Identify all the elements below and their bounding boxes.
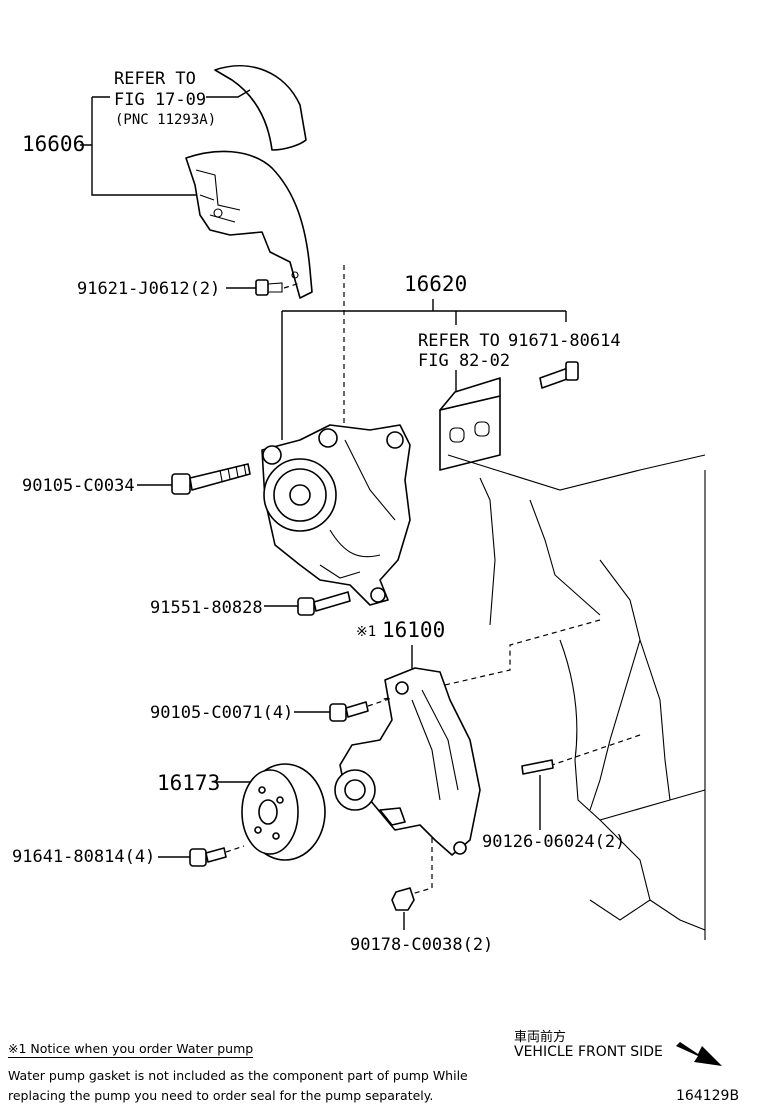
tensioner-16620 xyxy=(261,424,411,606)
bolt-91641 xyxy=(189,847,227,867)
part-90178-label: 90178-C0038(2) xyxy=(350,935,493,955)
part-90126-label: 90126-06024(2) xyxy=(482,832,625,852)
pulley-16173 xyxy=(241,763,326,861)
vehicle-front-label: VEHICLE FRONT SIDE xyxy=(514,1044,663,1060)
nut-90178 xyxy=(391,887,415,911)
part-91551-label: 91551-80828 xyxy=(150,598,263,618)
engine-block xyxy=(447,454,706,940)
water-pump-16100 xyxy=(334,667,481,856)
figure-id: 164129B xyxy=(676,1088,740,1104)
fig-ref-label-1: FIG 17-09 xyxy=(114,90,206,110)
notice-mark: ※1 xyxy=(356,624,376,640)
fig-ref-label-2: FIG 82-02 xyxy=(418,351,510,371)
part-91641-label: 91641-80814(4) xyxy=(12,847,155,867)
part-16620-label: 16620 xyxy=(404,272,467,296)
part-91671-label: 91671-80614 xyxy=(508,331,621,351)
part-90105-c0071-label: 90105-C0071(4) xyxy=(150,703,293,723)
vehicle-front-label-jp: 車両前方 xyxy=(514,1030,567,1045)
part-16606-label: 16606 xyxy=(22,132,85,156)
pnc-ref-label: (PNC 11293A) xyxy=(115,112,216,128)
bolt-91621 xyxy=(255,279,283,296)
bracket-fig-82-02 xyxy=(439,377,501,471)
bolt-90105-c0071 xyxy=(329,701,369,722)
bolt-90105-c0034 xyxy=(171,463,251,495)
timing-cover-lower xyxy=(185,150,313,299)
part-16173-label: 16173 xyxy=(157,771,220,795)
part-90105-c0034-label: 90105-C0034 xyxy=(22,476,135,496)
vehicle-front-arrow-icon xyxy=(676,1042,722,1066)
refer-to-label-2: REFER TO xyxy=(418,331,500,351)
refer-to-label-1: REFER TO xyxy=(114,69,196,89)
part-91621-label: 91621-J0612(2) xyxy=(77,279,220,299)
bolt-91551 xyxy=(297,591,351,616)
bolt-91671 xyxy=(539,361,579,389)
notice-title: ※1 Notice when you order Water pump xyxy=(8,1041,254,1058)
part-16100-label: 16100 xyxy=(382,618,445,642)
timing-cover-upper xyxy=(214,65,307,151)
stud-90126 xyxy=(521,759,554,775)
notice-body: Water pump gasket is not included as the… xyxy=(8,1068,468,1103)
